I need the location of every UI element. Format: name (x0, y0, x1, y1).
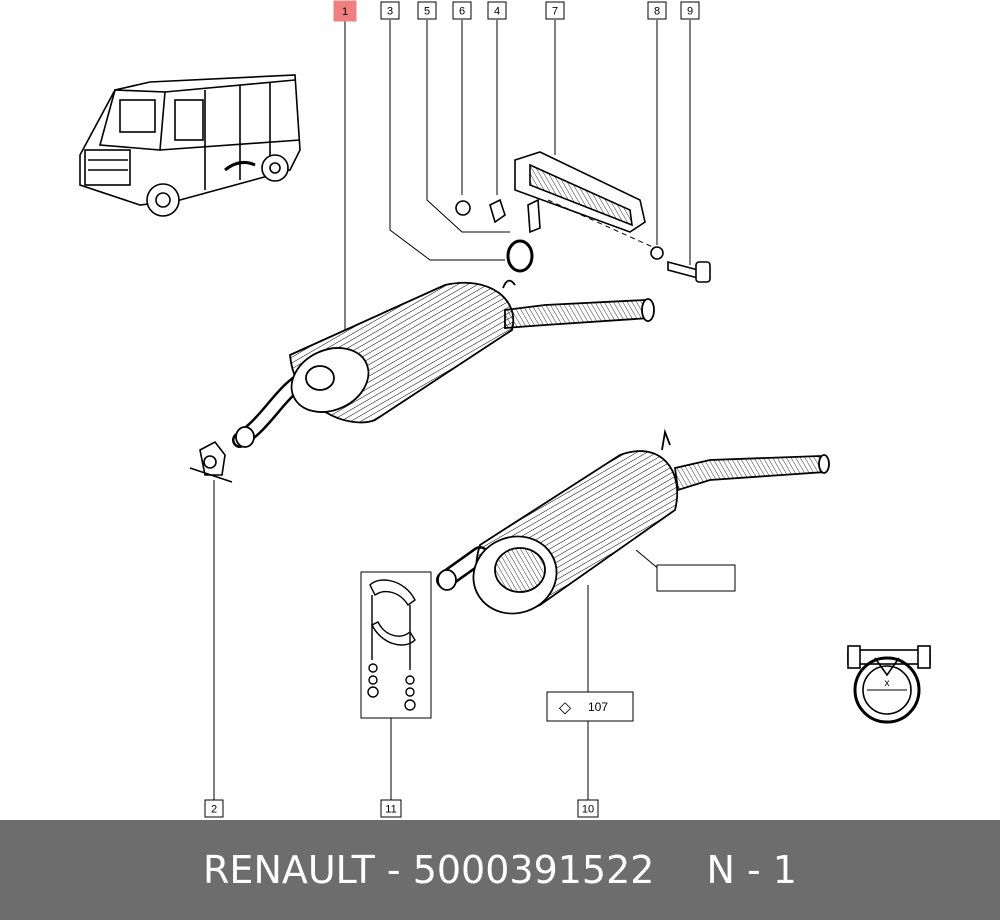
callout-8: 8 (647, 1, 667, 20)
callout-label: 1 (342, 6, 348, 18)
callout-box (545, 1, 565, 20)
callout-11: 11 (380, 799, 402, 818)
callout-4: 4 (487, 1, 507, 20)
callout-7: 7 (545, 1, 565, 20)
callout-label: 3 (387, 6, 393, 18)
callout-label: 6 (459, 6, 465, 18)
clamp-kit (360, 571, 432, 719)
reference-value: 107 (588, 700, 608, 714)
callout-labels: 1 3 5 6 4 7 8 9 2 11 10 (204, 0, 700, 818)
callout-box (380, 1, 400, 20)
callout-box (647, 1, 667, 20)
footer-bar: RENAULT - 5000391522 N - 1 (0, 820, 1000, 920)
footer-brand-part: RENAULT - 5000391522 (203, 848, 655, 892)
fasteners (455, 198, 541, 273)
callout-box (680, 1, 700, 20)
callout-box (452, 1, 472, 20)
rubber-mount (189, 440, 233, 483)
callout-2: 2 (204, 799, 224, 818)
leader-lines (213, 20, 691, 800)
callout-label: 9 (687, 6, 693, 18)
callout-box (204, 799, 224, 818)
callout-label: 11 (385, 804, 396, 816)
exhaust-parts-diagram: x ◇ 107 1 3 5 6 4 7 8 9 2 11 10 (79, 0, 931, 818)
callout-box (487, 1, 507, 20)
callout-label: 5 (424, 6, 430, 18)
muffler-upper (232, 279, 655, 448)
callout-3: 3 (380, 1, 400, 20)
clamp-detail: x (847, 645, 931, 724)
callout-1: 1 (333, 0, 357, 22)
reference-box: ◇ 107 (546, 691, 634, 722)
bolt-and-washer (650, 246, 711, 283)
callout-9: 9 (680, 1, 700, 20)
callout-10: 10 (577, 799, 599, 818)
heat-shield (514, 151, 656, 249)
callout-5: 5 (417, 1, 437, 20)
callout-label: 7 (552, 6, 558, 18)
footer-page: N - 1 (706, 848, 797, 892)
callout-box (417, 1, 437, 20)
muffler-lower (436, 428, 830, 615)
callout-label: 8 (654, 6, 660, 18)
callout-label: 10 (582, 804, 594, 816)
part-label-box (656, 564, 736, 592)
callout-box (577, 799, 599, 818)
callout-box (380, 799, 402, 818)
clamp-detail-label: x (885, 678, 890, 689)
van-illustration (79, 74, 301, 217)
callout-label: 2 (211, 804, 217, 816)
reference-symbol: ◇ (559, 698, 572, 717)
callout-6: 6 (452, 1, 472, 20)
callout-box (333, 0, 357, 22)
callout-label: 4 (494, 6, 500, 18)
